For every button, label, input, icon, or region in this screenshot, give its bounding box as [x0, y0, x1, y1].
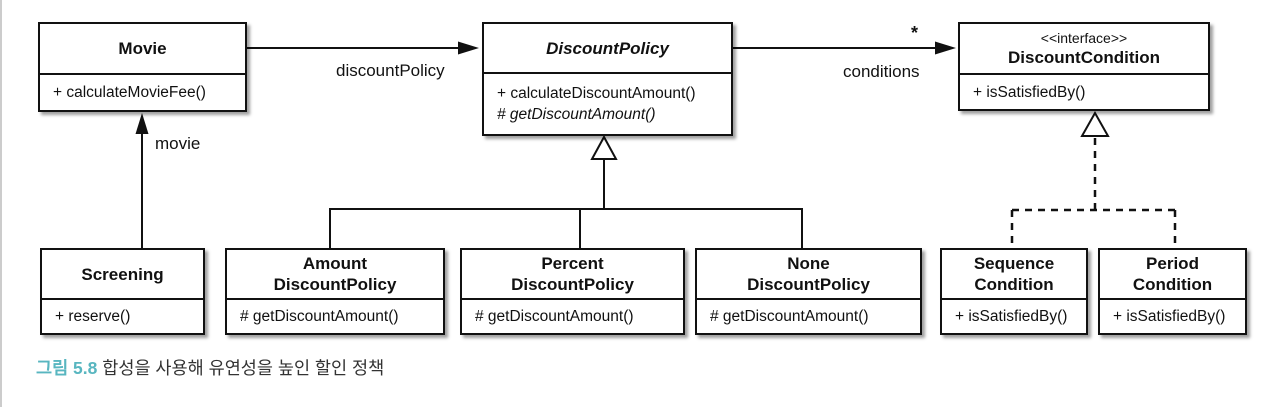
edge-label-conditions: conditions [843, 62, 920, 81]
class-sequence-condition-title-line2: Condition [974, 275, 1054, 294]
class-period-condition-header: Period Condition [1100, 250, 1245, 300]
class-movie-title: Movie [118, 39, 167, 58]
generalization-discountpolicy-subclasses [329, 134, 803, 248]
method: # getDiscountAmount() [710, 308, 869, 325]
association-screening-movie [135, 113, 149, 248]
class-screening-header: Screening [42, 250, 203, 300]
class-percent-discount-policy-title-line2: DiscountPolicy [511, 275, 634, 294]
method: + isSatisfiedBy() [1113, 308, 1226, 325]
class-movie-methods: + calculateMovieFee() [40, 75, 245, 110]
class-amount-discount-policy-title-line2: DiscountPolicy [273, 275, 397, 294]
class-none-discount-policy: None DiscountPolicy # getDiscountAmount(… [695, 248, 922, 335]
class-none-discount-policy-header: None DiscountPolicy [697, 250, 920, 300]
class-discount-condition-title: DiscountCondition [1007, 47, 1161, 67]
class-discount-condition-header: <<interface>> DiscountCondition [960, 24, 1208, 75]
class-period-condition-title-line2: Condition [1132, 275, 1213, 294]
class-amount-discount-policy-title-line1: Amount [302, 254, 368, 273]
class-none-discount-policy-title-line2: DiscountPolicy [747, 275, 870, 294]
class-discount-policy-methods: + calculateDiscountAmount() # getDiscoun… [484, 74, 731, 134]
class-discount-policy-title: DiscountPolicy [546, 38, 669, 58]
edge-multiplicity-conditions: * [911, 23, 919, 43]
class-period-condition-methods: + isSatisfiedBy() [1100, 300, 1245, 333]
class-amount-discount-policy: Amount DiscountPolicy # getDiscountAmoun… [225, 248, 445, 335]
association-movie-discountpolicy [247, 41, 479, 55]
figure-caption-number: 그림 5.8 [36, 358, 98, 378]
method: + isSatisfiedBy() [955, 308, 1068, 325]
method: + isSatisfiedBy() [973, 83, 1086, 101]
class-discount-condition-methods: + isSatisfiedBy() [960, 75, 1208, 109]
class-none-discount-policy-title-line1: None [787, 254, 830, 273]
class-sequence-condition-title-line1: Sequence [973, 254, 1055, 273]
method: + calculateMovieFee() [53, 84, 206, 101]
method: + calculateDiscountAmount() [497, 85, 696, 102]
class-screening-title: Screening [81, 264, 164, 284]
class-sequence-condition-methods: + isSatisfiedBy() [942, 300, 1086, 333]
method: + reserve() [55, 308, 131, 325]
class-period-condition-title-line1: Period [1146, 254, 1199, 273]
class-percent-discount-policy-title-line1: Percent [541, 254, 604, 273]
class-none-discount-policy-methods: # getDiscountAmount() [697, 300, 920, 333]
method: # getDiscountAmount() [497, 106, 656, 123]
edge-label-movie: movie [155, 134, 201, 153]
method: # getDiscountAmount() [240, 308, 399, 325]
class-discount-condition-stereotype: <<interface>> [1040, 29, 1128, 46]
class-percent-discount-policy-header: Percent DiscountPolicy [462, 250, 683, 300]
realization-discountcondition-implementations [1010, 110, 1177, 249]
edge-label-discount-policy: discountPolicy [336, 61, 445, 80]
class-sequence-condition-header: Sequence Condition [942, 250, 1086, 300]
class-discount-policy: DiscountPolicy + calculateDiscountAmount… [482, 22, 733, 136]
class-movie-header: Movie [40, 24, 245, 75]
class-amount-discount-policy-header: Amount DiscountPolicy [227, 250, 443, 300]
class-percent-discount-policy: Percent DiscountPolicy # getDiscountAmou… [460, 248, 685, 335]
class-discount-policy-header: DiscountPolicy [484, 24, 731, 74]
method: # getDiscountAmount() [475, 308, 634, 325]
class-screening-methods: + reserve() [42, 300, 203, 333]
class-movie: Movie + calculateMovieFee() [38, 22, 247, 112]
class-amount-discount-policy-methods: # getDiscountAmount() [227, 300, 443, 333]
page-edge-rule [0, 0, 2, 407]
class-screening: Screening + reserve() [40, 248, 205, 335]
class-discount-condition: <<interface>> DiscountCondition + isSati… [958, 22, 1210, 111]
association-discountpolicy-discountcondition [733, 41, 956, 55]
class-percent-discount-policy-methods: # getDiscountAmount() [462, 300, 683, 333]
figure-caption-text: 합성을 사용해 유연성을 높인 할인 정책 [102, 358, 385, 378]
class-period-condition: Period Condition + isSatisfiedBy() [1098, 248, 1247, 335]
class-sequence-condition: Sequence Condition + isSatisfiedBy() [940, 248, 1088, 335]
figure-caption: 그림 5.8 합성을 사용해 유연성을 높인 할인 정책 [36, 356, 384, 381]
